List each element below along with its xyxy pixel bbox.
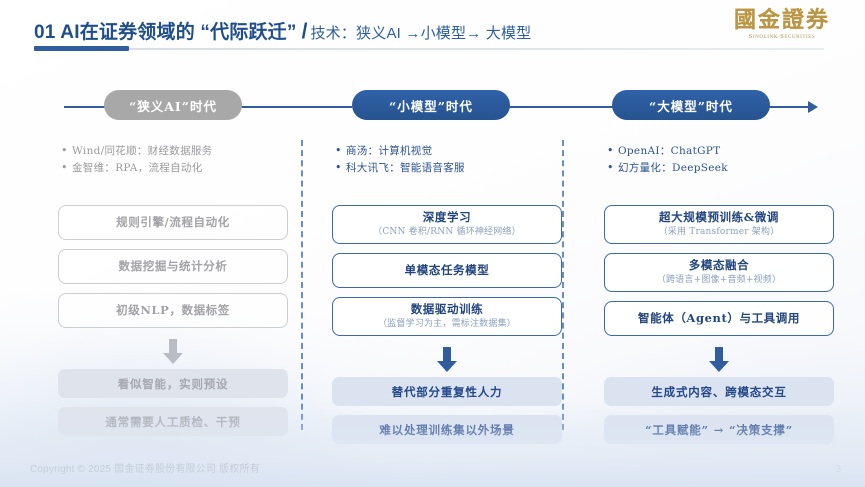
capability-box-group-1: 规则引擎/流程自动化 数据挖掘与统计分析 初级NLP，数据标签 [58, 205, 288, 328]
capability-box[interactable]: 数据挖掘与统计分析 [58, 249, 288, 284]
column-large-model: OpenAI：ChatGPT 幻方量化：DeepSeek 超大规模预训练&微调 … [604, 142, 834, 453]
capability-box[interactable]: 数据驱动训练 （监督学习为主，需标注数据集） [332, 297, 562, 336]
result-box[interactable]: “工具赋能” → “决策支撑” [604, 415, 834, 444]
down-arrow-icon-2 [332, 345, 562, 375]
timeline-stage-label-3: “大模型”时代 [649, 98, 733, 114]
logo-chinese-text: 國金證券 [727, 8, 837, 32]
timeline-arrow-head-icon [808, 101, 818, 113]
down-arrow-icon-1 [58, 337, 288, 367]
column-small-model: 商汤：计算机视觉 科大讯飞：智能语音客服 深度学习 （CNN 卷积/RNN 循环… [332, 142, 562, 453]
list-item: 金智维：RPA，流程自动化 [61, 159, 288, 177]
page-number: 3 [835, 464, 841, 475]
result-box-group-1: 看似智能，实则预设 通常需要人工质检、干预 [58, 369, 288, 436]
title-subtitle-text: 技术：狭义AI →小模型→ 大模型 [310, 25, 532, 42]
list-item: 商汤：计算机视觉 [335, 142, 562, 160]
result-text: 替代部分重复性人力 [391, 384, 503, 399]
title-main-text: 01 AI在证券领域的 “代际跃迁” [34, 22, 297, 43]
list-item: 科大讯飞：智能语音客服 [335, 159, 562, 177]
page-title: 01 AI在证券领域的 “代际跃迁” / 技术：狭义AI →小模型→ 大模型 [34, 17, 531, 44]
result-box[interactable]: 看似智能，实则预设 [58, 369, 288, 398]
timeline-stage-label-1: “狭义AI”时代 [129, 98, 217, 114]
title-underline-accent [34, 46, 129, 51]
capability-box-group-2: 深度学习 （CNN 卷积/RNN 循环神经网络） 单模态任务模型 数据驱动训练 … [332, 205, 562, 336]
capability-title: 单模态任务模型 [404, 263, 490, 277]
capability-subtitle: （CNN 卷积/RNN 循环神经网络） [373, 227, 521, 237]
capability-box[interactable]: 多模态融合 （跨语言+图像+音频+视频） [604, 253, 834, 292]
result-box[interactable]: 生成式内容、跨模态交互 [604, 377, 834, 406]
logo-english-text: Sinolink Securities [748, 33, 816, 41]
example-bullet-list-1: Wind/同花顺：财经数据服务 金智维：RPA，流程自动化 [58, 142, 288, 193]
capability-box-group-3: 超大规模预训练&微调 （采用 Transformer 架构） 多模态融合 （跨语… [604, 205, 834, 336]
result-text: 看似智能，实则预设 [117, 376, 229, 391]
capability-box[interactable]: 初级NLP，数据标签 [58, 293, 288, 328]
result-text: 通常需要人工质检、干预 [105, 414, 241, 429]
result-text: 难以处理训练集以外场景 [379, 422, 515, 437]
capability-subtitle: （监督学习为主，需标注数据集） [377, 319, 516, 329]
timeline-line-segment-3 [508, 106, 613, 108]
result-box-group-3: 生成式内容、跨模态交互 “工具赋能” → “决策支撑” [604, 377, 834, 444]
capability-title: 数据驱动训练 [410, 302, 484, 316]
result-box[interactable]: 通常需要人工质检、干预 [58, 407, 288, 436]
column-divider-2 [562, 140, 564, 430]
capability-title: 数据挖掘与统计分析 [118, 259, 228, 273]
timeline-line-segment-2 [240, 106, 352, 108]
down-arrow-icon-3 [604, 345, 834, 375]
result-box-group-2: 替代部分重复性人力 难以处理训练集以外场景 [332, 377, 562, 444]
capability-box[interactable]: 规则引擎/流程自动化 [58, 205, 288, 240]
timeline-stage-pill-2[interactable]: “小模型”时代 [352, 90, 510, 120]
title-underline [34, 48, 824, 50]
capability-box[interactable]: 智能体（Agent）与工具调用 [604, 301, 834, 336]
result-box[interactable]: 替代部分重复性人力 [332, 377, 562, 406]
column-divider-1 [301, 140, 303, 430]
stage-timeline: “狭义AI”时代 “小模型”时代 “大模型”时代 [0, 90, 865, 124]
title-separator: / [301, 20, 308, 43]
result-box[interactable]: 难以处理训练集以外场景 [332, 415, 562, 444]
capability-box[interactable]: 单模态任务模型 [332, 253, 562, 288]
timeline-line-segment-4 [768, 106, 810, 108]
slide-header: 01 AI在证券领域的 “代际跃迁” / 技术：狭义AI →小模型→ 大模型 國… [0, 0, 865, 64]
timeline-stage-pill-1[interactable]: “狭义AI”时代 [104, 90, 242, 120]
list-item: OpenAI：ChatGPT [607, 142, 834, 160]
capability-subtitle: （采用 Transformer 架构） [658, 227, 780, 237]
timeline-stage-label-2: “小模型”时代 [389, 98, 473, 114]
company-logo: 國金證券 Sinolink Securities [727, 8, 837, 40]
timeline-line-segment-1 [64, 106, 106, 108]
timeline-stage-pill-3[interactable]: “大模型”时代 [612, 90, 770, 120]
list-item: 幻方量化：DeepSeek [607, 159, 834, 177]
result-text: “工具赋能” → “决策支撑” [644, 422, 794, 437]
result-text: 生成式内容、跨模态交互 [651, 384, 787, 399]
list-item: Wind/同花顺：财经数据服务 [61, 142, 288, 160]
capability-title: 多模态融合 [688, 258, 750, 272]
capability-title: 规则引擎/流程自动化 [116, 215, 230, 229]
example-bullet-list-3: OpenAI：ChatGPT 幻方量化：DeepSeek [604, 142, 834, 193]
capability-subtitle: （跨语言+图像+音频+视频） [656, 275, 782, 285]
capability-box[interactable]: 深度学习 （CNN 卷积/RNN 循环神经网络） [332, 205, 562, 244]
footer-copyright: Copyright © 2025 国金证券股份有限公司 版权所有 [30, 464, 260, 475]
capability-box[interactable]: 超大规模预训练&微调 （采用 Transformer 架构） [604, 205, 834, 244]
capability-title: 超大规模预训练&微调 [659, 210, 779, 224]
capability-title: 深度学习 [422, 210, 472, 224]
capability-title: 智能体（Agent）与工具调用 [638, 311, 800, 325]
column-narrow-ai: Wind/同花顺：财经数据服务 金智维：RPA，流程自动化 规则引擎/流程自动化… [58, 142, 288, 445]
capability-title: 初级NLP，数据标签 [116, 303, 230, 317]
example-bullet-list-2: 商汤：计算机视觉 科大讯飞：智能语音客服 [332, 142, 562, 193]
